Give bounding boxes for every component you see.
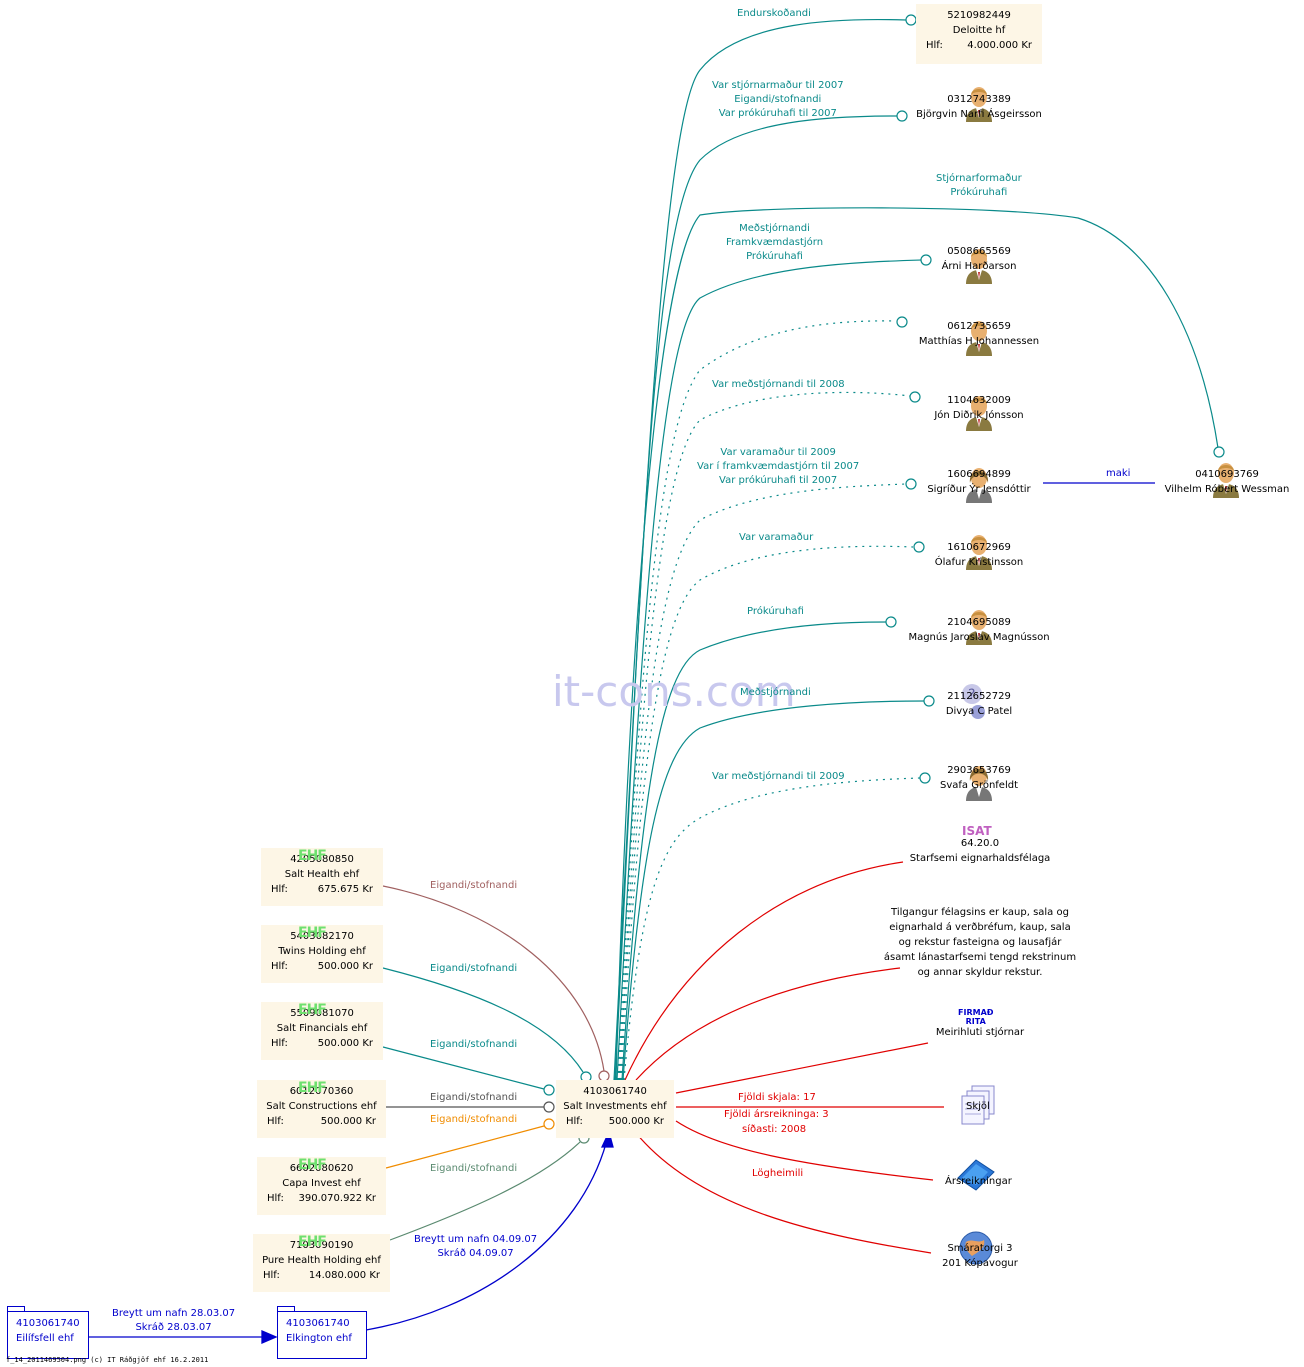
globe-icon — [959, 1231, 993, 1265]
edge-address — [635, 1132, 932, 1254]
ehf-icon: EHF — [298, 1002, 327, 1018]
auditor-id: 5210982449 — [947, 10, 1011, 21]
spouse-label: maki — [1106, 468, 1131, 479]
owner-role-label: Eigandi/stofnandi — [430, 1092, 518, 1103]
ehf-icon: EHF — [298, 1234, 327, 1250]
auditor-hlf: 4.000.000 Kr — [967, 40, 1032, 51]
edge-firmad — [675, 1042, 929, 1094]
folder-tab-icon — [7, 1306, 25, 1312]
edge-vilhelm — [615, 207, 1219, 1081]
ehf-icon: EHF — [298, 848, 327, 864]
documents-icon — [961, 1085, 995, 1125]
watermark: it-cons.com — [552, 667, 796, 716]
edge-owner-pure — [389, 1141, 581, 1241]
role-label-divya: Meðstjórnandi — [740, 687, 811, 698]
owner-role-label: Eigandi/stofnandi — [430, 1039, 518, 1050]
docs-last: síðasti: 2008 — [742, 1124, 807, 1135]
edge-sigridur — [619, 483, 907, 1081]
docs-annual: Fjöldi ársreikninga: 3 — [724, 1109, 829, 1120]
documents-node[interactable]: Skjöl — [966, 1101, 990, 1112]
edge-owner-salt-health — [382, 885, 605, 1072]
address-edge-label: Lögheimili — [752, 1168, 804, 1179]
owner-role-label: Eigandi/stofnandi — [430, 880, 518, 891]
edge-owner-financials — [382, 1046, 545, 1090]
svg-text:?: ? — [968, 687, 975, 703]
edge-arni — [616, 259, 922, 1081]
ehf-icon: EHF — [298, 1157, 327, 1173]
auditor-name: Deloitte hf — [952, 25, 1006, 36]
role-label-olafur: Var varamaður — [739, 532, 814, 543]
edge-label-auditor: Endurskoðandi — [737, 8, 811, 19]
edge-owner-capa — [385, 1125, 545, 1169]
ehf-icon: EHF — [298, 925, 327, 941]
edge-isat — [624, 861, 904, 1081]
edge-divya — [622, 700, 925, 1081]
owner-role-label: Eigandi/stofnandi — [430, 1114, 518, 1125]
docs-count: Fjöldi skjala: 17 — [738, 1092, 816, 1103]
folder-tab-icon — [277, 1306, 295, 1312]
auditor-hlf-label: Hlf: — [926, 40, 943, 51]
owner-role-label: Eigandi/stofnandi — [430, 963, 518, 974]
edge-olafur — [620, 545, 914, 1081]
edge-svafa — [623, 777, 921, 1081]
ehf-icon: EHF — [298, 1080, 327, 1096]
edge-annual — [675, 1120, 934, 1181]
role-label-jon: Var meðstjórnandi til 2008 — [712, 379, 845, 390]
isat-badge-icon: ISAT — [962, 824, 992, 838]
role-label-svafa: Var meðstjórnandi til 2009 — [712, 771, 845, 782]
annual-reports-node[interactable]: Ársreikningar — [945, 1176, 1012, 1187]
edge-jon — [618, 391, 911, 1081]
edge-magnus — [621, 621, 887, 1081]
question-person-icon: ? — [962, 684, 985, 719]
edge-bjorgvin — [614, 115, 898, 1081]
center-name: Salt Investments ehf — [563, 1101, 667, 1112]
role-label-magnus: Prókúruhafi — [747, 606, 804, 617]
edge-purpose — [635, 967, 901, 1081]
center-id: 4103061740 — [583, 1086, 647, 1097]
footer-credit: f_14_2011469504.png (c) IT Ráðgjöf ehf 1… — [6, 1356, 209, 1364]
owner-role-label: Eigandi/stofnandi — [430, 1163, 518, 1174]
auditor-box[interactable]: 5210982449 Deloitte hf Hlf: 4.000.000 Kr — [916, 4, 1042, 64]
firmad-node[interactable]: Meirihluti stjórnar — [935, 1027, 1025, 1038]
annual-reports-icon — [957, 1159, 995, 1191]
edge-auditor — [613, 18, 907, 1081]
edge-owner-twins — [382, 967, 584, 1073]
center-company[interactable]: 4103061740 Salt Investments ehf Hlf:500.… — [556, 1080, 674, 1138]
edge-history-2 — [365, 1139, 608, 1331]
